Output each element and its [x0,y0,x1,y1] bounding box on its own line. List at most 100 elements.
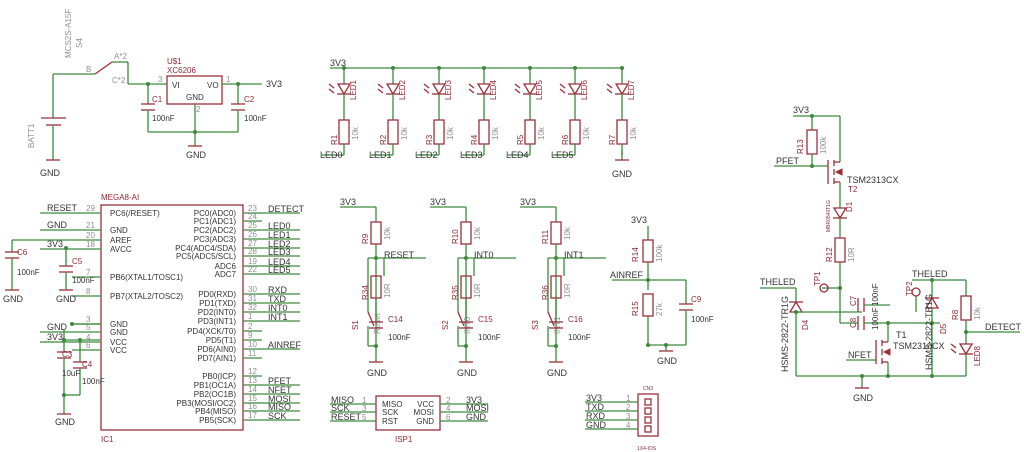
resistor-ref: R3 [425,134,434,145]
pin-name: PD5(T1) [206,336,237,345]
pfet-net-label: PFET [776,156,800,166]
c1-ref: C1 [152,95,163,104]
r13-ref: R13 [796,139,805,154]
c5-ref: C5 [72,257,83,266]
mcu-part: MEGA8-AI [101,193,139,202]
led-resistor-symbol [569,119,581,145]
resistor-value: 10k [446,126,455,140]
led-ref: LED2 [398,79,407,100]
r12-ref: R12 [825,247,834,262]
pullup-ref: R10 [451,229,460,244]
net-label: INT1 [564,250,584,260]
pin-name: PD7(AIN1) [197,354,236,363]
theled-left-label: THELED [760,277,796,287]
pin-number: 32 [248,303,257,312]
pin-net-label: TXD [586,402,605,412]
pin-name: PB2(OC1B) [194,390,237,399]
pullup-value: 10k [563,226,572,240]
pin-name: GND [416,417,434,426]
resistor-ref: R4 [470,134,479,145]
c7-ref: C7 [849,295,858,306]
pin-net-label: SCK [331,403,350,413]
pin-number: 2 [626,403,631,412]
gnd-label: GND [367,368,388,378]
led-diode-symbol [567,83,583,96]
pin-net-label: GND [47,322,68,332]
led-resistor-symbol [524,119,536,145]
battery-ref: BATT1 [27,123,36,148]
pin-name: PD2(INT0) [198,308,237,317]
mcu-pin-9: PD5(T1)9 [206,331,262,345]
switch-label: INT1 [553,316,562,334]
switch-ref: S4 [75,38,84,48]
pin-name: PC2(ADC2) [194,226,237,235]
pin-net-label: TXD [268,294,287,304]
led-ref: LED7 [627,79,636,100]
r12-value: 10R [847,247,856,262]
pin-net-label: GND [466,412,487,422]
regulator-pin1: 1 [226,75,231,84]
regulator-pin3: 3 [158,75,163,84]
pin-number: 15 [248,394,257,403]
c9-ref: C9 [691,295,702,304]
pin-net-label: PFET [268,376,292,386]
pin-number: 3 [626,412,631,421]
led-net-label: LED3 [460,150,483,160]
pin-name: PD0(RXD) [198,290,236,299]
pin-name: PC6(/RESET) [110,209,160,218]
pin-number: 26 [248,230,257,239]
led-net-label: LED1 [369,150,392,160]
switch-ref: S3 [531,320,540,330]
ainref-divider-section: 3V3 AINREF R14 100k R15 27k C9 100nF GND [610,215,714,366]
led-diode-symbol [614,83,630,96]
regulator-out-net: 3V3 [266,79,282,89]
pin-number: 1 [626,394,631,403]
led-diode-symbol [385,83,401,96]
led-ref: LED1 [349,79,358,100]
isp-ref: ISP1 [395,435,413,444]
series-ref: R35 [451,285,460,300]
pullup-resistor-symbol [550,221,562,245]
uart-part: 1X4-IOS [637,446,657,452]
supply-label: 3V3 [430,197,446,207]
pin-number: 8 [86,287,91,296]
battery-symbol: BATT1 GND [27,74,66,178]
pin-net-label: SCK [268,411,287,421]
pin-name: VCC [110,338,127,347]
pin-number: 4 [446,404,451,413]
pin-number: 2 [248,322,253,331]
uart-pin-2: TXD 2 [585,402,652,415]
r8-value: 10k [973,306,982,320]
led-net-label: LED0 [320,150,343,160]
nfet-net-label: NFET [848,350,872,360]
pin-net-label: 3V3 [47,332,63,342]
resistor-value: 10k [537,126,546,140]
series-ref: R34 [361,285,370,300]
t1-part: TSM2310CX [893,341,945,351]
d1-part: MBR0540T1G [826,200,832,232]
mcu-pin-2: PD4(XCK/T0)2 [187,322,262,336]
pin-number: 25 [248,221,257,230]
c7-value: 100nF [871,283,880,306]
pin-number: 14 [248,385,257,394]
pin-net-label: RESET [331,412,362,422]
d4-ref: D4 [801,319,810,330]
pin-net-label: AINREF [268,340,302,350]
regulator-ref: U$1 [167,57,182,66]
pin-net-label: LED2 [268,239,291,249]
